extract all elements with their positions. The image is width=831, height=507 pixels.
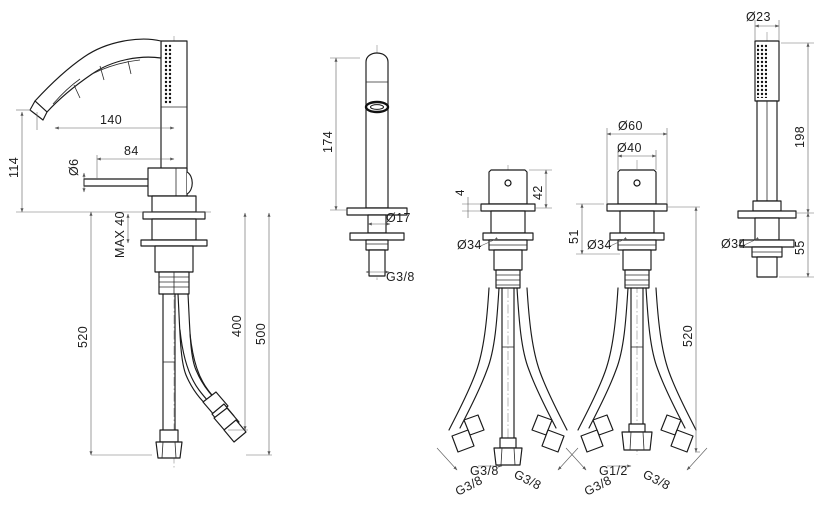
dim-198: 198 [793,126,807,148]
view-5-handshower: Ø23 198 55 Ø34 [721,10,814,278]
dim-520-v4: 520 [681,325,695,347]
view-2-spout-column: 174 Ø17 G3/8 [321,45,415,284]
dim-d40: Ø40 [617,141,642,155]
dim-g38-v3-center: G3/8 [470,464,499,478]
dim-4: 4 [455,189,467,196]
dim-84: 84 [124,144,139,158]
view-3-progressive-valve: 4 42 Ø34 G3/8 G3/8 G3/8 [436,165,579,499]
dim-g38-v2: G3/8 [386,270,415,284]
dim-114: 114 [7,157,21,178]
dim-d17: Ø17 [386,211,411,225]
dim-d23: Ø23 [746,10,771,24]
v2-body [346,52,408,277]
view-4-diverter-valve: Ø60 Ø40 51 Ø34 520 G1/2 G3/8 [565,119,708,499]
dim-55: 55 [793,240,807,255]
v5-dimensions: Ø23 198 55 Ø34 [721,10,814,278]
v1-body [140,195,208,295]
dim-d34-v5: Ø34 [721,237,746,251]
dim-d34-v4: Ø34 [587,238,612,252]
v3-body [480,169,536,289]
dim-400: 400 [230,315,244,337]
v1-hoses [155,293,247,459]
dim-51: 51 [567,229,581,244]
v1-spout [29,38,162,121]
v1-fitting-b [213,407,247,443]
dim-520: 520 [76,326,90,348]
dim-g12: G1/2 [599,464,628,478]
dim-42: 42 [531,185,545,200]
dim-d34-v3: Ø34 [457,238,482,252]
view-1-basin-mixer: 140 84 Ø6 114 MAX 40 520 400 [7,36,272,470]
dim-d6: Ø6 [67,159,81,176]
v1-end-nut [155,429,183,459]
dim-d60: Ø60 [618,119,643,133]
dim-140: 140 [100,113,122,127]
v5-body [737,40,797,278]
v3-hoses [448,287,568,466]
dim-500: 500 [254,323,268,345]
dim-max40: MAX 40 [113,211,127,258]
v4-hoses [577,287,697,453]
dim-174: 174 [321,131,335,153]
v4-body [606,169,668,289]
v1-dimensions: 140 84 Ø6 114 MAX 40 520 400 [7,109,272,456]
v2-dimensions: 174 Ø17 G3/8 [321,57,415,284]
